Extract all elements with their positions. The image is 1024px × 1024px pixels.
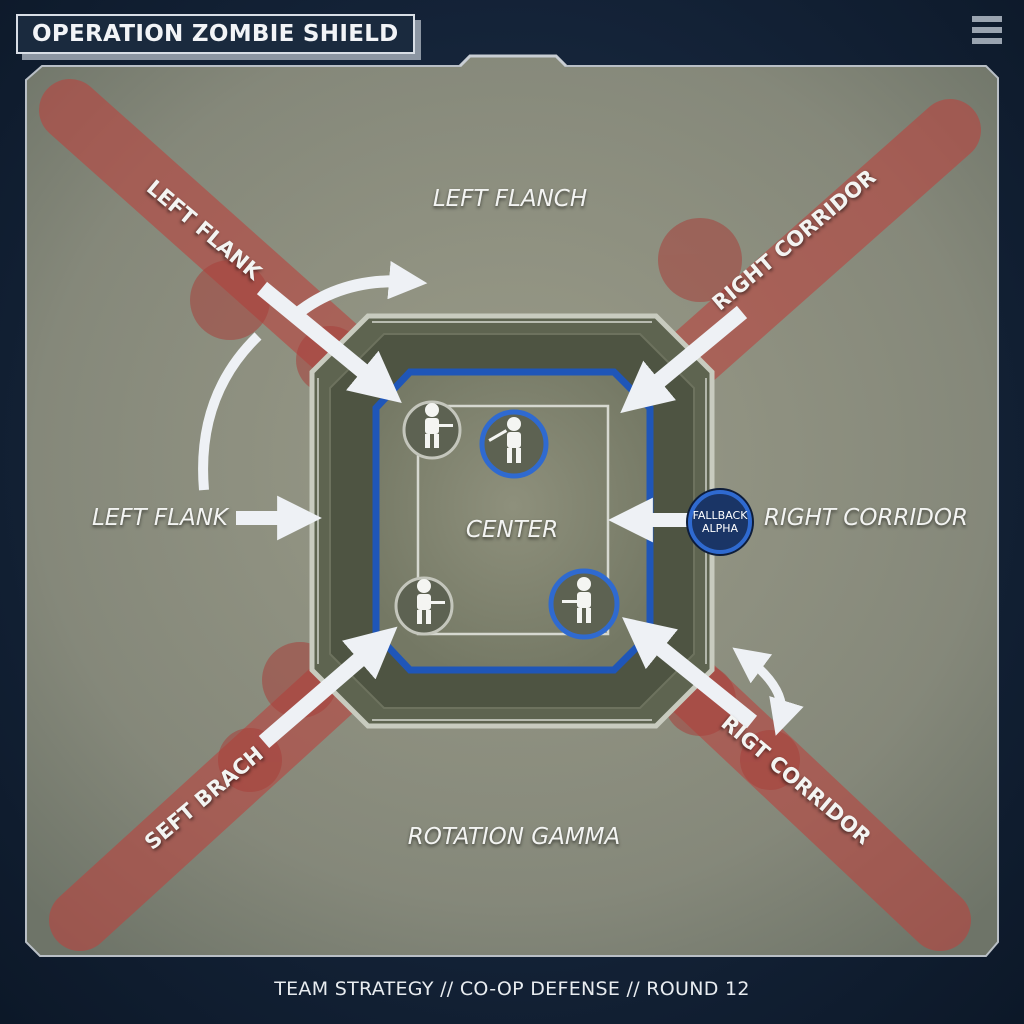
direction-arrows	[198, 260, 804, 749]
soldier-bottom-right[interactable]	[548, 568, 620, 640]
fallback-line-1: FALLBACK	[692, 509, 748, 522]
soldier-icon	[562, 577, 591, 623]
hamburger-menu-icon[interactable]	[972, 16, 1002, 46]
fallback-line-2: ALPHA	[701, 522, 739, 535]
zone-label-top: LEFT FLANCH	[432, 186, 588, 212]
top-notch	[458, 54, 568, 68]
zone-label-right: RIGHT CORRIDOR	[764, 505, 968, 531]
soldier-icon	[425, 403, 453, 448]
game-title: OPERATION ZOMBIE SHIELD	[16, 14, 415, 54]
soldier-top-left[interactable]	[402, 400, 462, 460]
soldier-bottom-left[interactable]	[394, 576, 454, 636]
footer-caption: TEAM STRATEGY // CO-OP DEFENSE // ROUND …	[274, 978, 750, 1000]
direction-arrow-icon	[198, 332, 262, 491]
center-outline	[416, 404, 610, 636]
zone-label-bottom: ROTATION GAMMA	[407, 824, 621, 850]
zone-label-center: CENTER	[465, 517, 559, 543]
soldier-top-center[interactable]	[479, 409, 549, 479]
direction-arrow-icon	[288, 260, 428, 323]
direction-arrow-icon	[258, 626, 398, 749]
zone-label-left: LEFT FLANK	[91, 505, 229, 531]
direction-arrow-icon	[620, 305, 748, 414]
soldier-icon	[417, 579, 445, 624]
direction-arrow-icon	[732, 647, 804, 736]
soldier-icon	[488, 417, 521, 463]
direction-arrow-icon	[256, 281, 402, 404]
fallback-alpha-marker[interactable]: FALLBACK ALPHA	[688, 490, 752, 554]
